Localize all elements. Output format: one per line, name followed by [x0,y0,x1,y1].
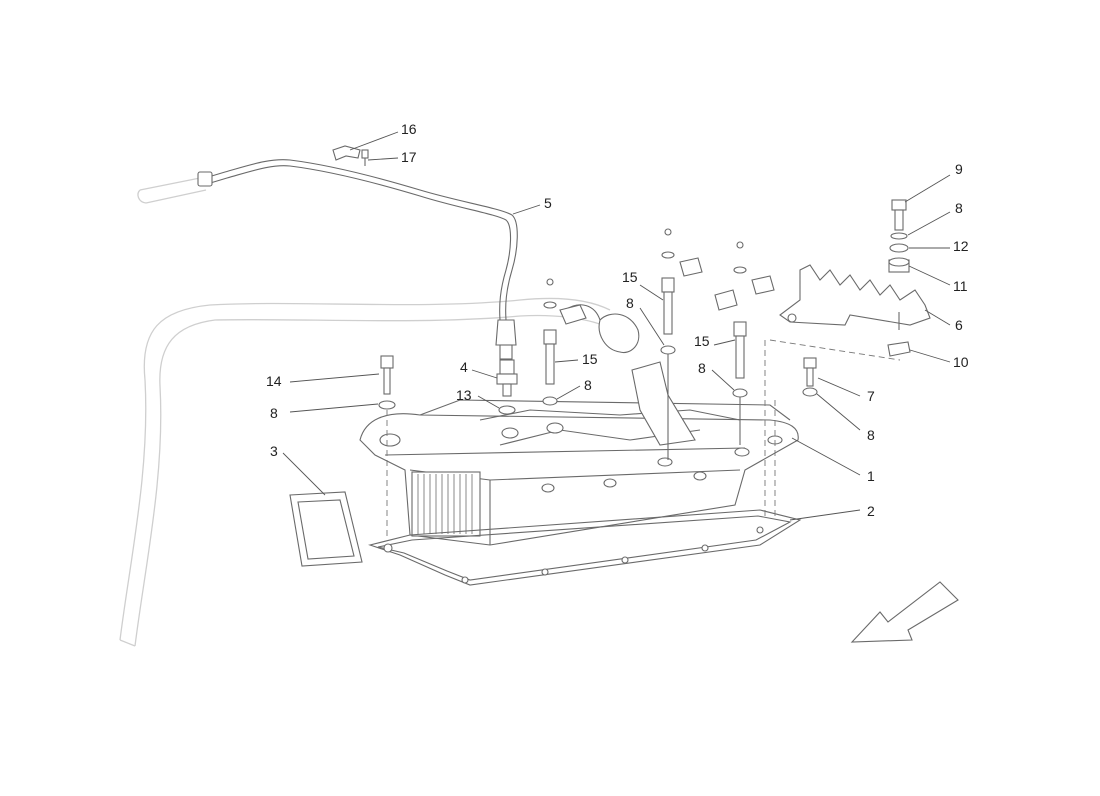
oil-pan-body [359,304,799,546]
callout-8-left: 8 [584,377,592,393]
dipstick-tube [197,159,518,360]
sensor-4 [496,359,518,415]
bolt-9-stack [887,199,911,357]
callout-6: 6 [955,317,963,333]
callout-10: 10 [953,354,969,370]
bolt-14 [378,355,396,540]
stud-15-left [542,278,587,406]
callout-7: 7 [867,388,875,404]
callout-12: 12 [953,238,969,254]
callout-8-middle: 8 [626,295,634,311]
callout-4: 4 [460,359,468,375]
callout-17: 17 [401,149,417,165]
bracket-6 [764,264,931,520]
square-gasket-3 [289,491,363,567]
callout-8-bolt-14: 8 [270,405,278,421]
callout-3: 3 [270,443,278,459]
stud-15-middle [660,228,703,460]
callout-8-right: 8 [698,360,706,376]
oil-pan-gasket [368,509,802,586]
callout-15-left: 15 [582,351,598,367]
callout-15-right: 15 [694,333,710,349]
background-engine-outline [119,177,611,647]
callout-8-top-right: 8 [955,200,963,216]
callout-1: 1 [867,468,875,484]
bracket-16 [332,145,369,166]
callout-8-bolt-7: 8 [867,427,875,443]
callout-13: 13 [456,387,472,403]
stud-15-right [714,241,775,445]
callout-15-middle: 15 [622,269,638,285]
callout-9: 9 [955,161,963,177]
callout-labels: 16 17 5 9 8 12 11 6 10 15 8 15 8 15 8 4 … [266,121,969,519]
callout-16: 16 [401,121,417,137]
callout-11: 11 [953,278,968,294]
bolt-7 [802,357,818,397]
callout-14: 14 [266,373,282,389]
leader-lines [282,131,951,521]
callout-2: 2 [867,503,875,519]
direction-arrow [850,581,959,643]
callout-5: 5 [544,195,552,211]
